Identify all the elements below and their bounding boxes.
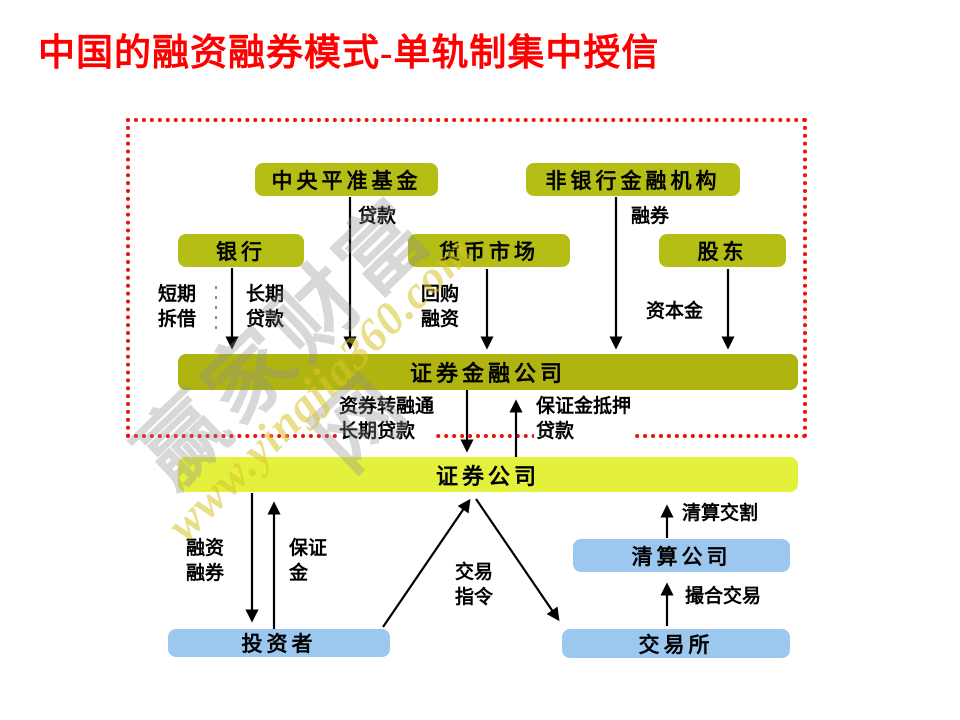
- node-exchange: 交易所: [562, 629, 790, 658]
- flow-label-margin-pledge-loan: 保证金抵押 贷款: [534, 394, 634, 444]
- flow-label-margin-deposit: 保证 金: [289, 538, 328, 584]
- node-shareholder: 股东: [659, 234, 786, 267]
- flow-label-trade-order: 交易 指令: [455, 562, 494, 608]
- node-central-stabilization-fund: 中央平准基金: [255, 163, 438, 196]
- node-securities-company: 证券公司: [178, 457, 798, 492]
- flow-label-securities-lending: 融券: [631, 206, 670, 227]
- flow-label-loan: 贷款: [358, 206, 397, 227]
- page-title: 中国的融资融券模式-单轨制集中授信: [38, 33, 660, 74]
- flow-label-short-term-borrow: 短期 拆借: [158, 284, 197, 330]
- flow-label-capital: 资本金: [646, 301, 704, 322]
- flow-label-long-term-loan: 长期 贷款: [246, 284, 285, 330]
- flow-label-matched-trading: 撮合交易: [685, 586, 762, 607]
- flow-label-refinancing-long-loan: 资券转融通 长期贷款: [337, 394, 437, 444]
- flow-label-clearing-settlement: 清算交割: [682, 503, 759, 524]
- node-money-market: 货币市场: [408, 234, 570, 267]
- flow-label-repo-financing: 回购 融资: [421, 284, 460, 330]
- node-securities-finance-company: 证券金融公司: [178, 354, 798, 390]
- node-nonbank-financial-institutions: 非银行金融机构: [526, 163, 740, 196]
- node-clearing-company: 清算公司: [573, 539, 790, 572]
- node-bank: 银行: [178, 234, 304, 267]
- node-investor: 投资者: [168, 629, 390, 657]
- flow-label-margin-trading: 融资 融券: [186, 538, 225, 584]
